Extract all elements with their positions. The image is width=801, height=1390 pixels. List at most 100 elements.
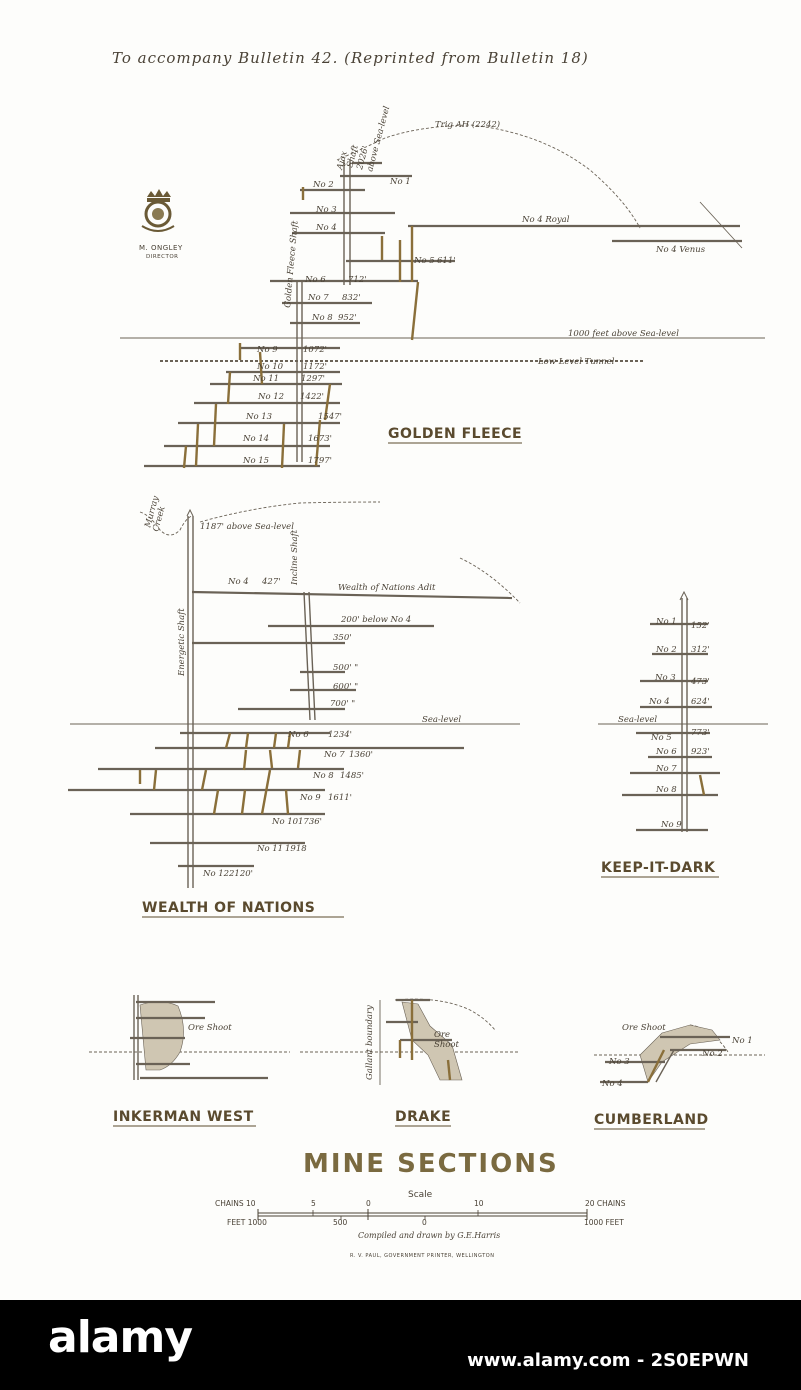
scale-label: Scale [408,1190,433,1200]
won-incline-shaft-label: Incline Shaft [290,529,300,586]
kid-level-no: No 2 [655,645,677,655]
won-adit-label: Wealth of Nations Adit [338,583,436,593]
gf-level-no: No 15 [242,456,269,466]
won-sea-level-label: Sea-level [422,715,461,725]
won-top-elevation: 1187' above Sea-level [200,522,294,532]
credit-text: Compiled and drawn by G.E.Harris [358,1231,500,1240]
drake-section [300,998,520,1085]
keep-it-dark-section [598,590,768,832]
kid-level-no: No 4 [648,697,670,707]
won-no4-label: No 4 [227,577,249,587]
gf-sea-level-label: 1000 feet above Sea-level [568,329,679,339]
gf-low-level-label: Low Level Tunnel [537,357,615,367]
cumberland-section [594,1024,765,1084]
watermark-brand: alamy [48,1312,193,1363]
won-level-no: No 10 [271,817,299,827]
won-incline-level: 200' below No 4 [340,615,411,625]
drake-ore-label-2: Shoot [434,1040,460,1050]
gf-level-no: No 8 [311,313,333,323]
won-level-no: No 8 [312,771,334,781]
kid-level-depth: 152' [691,621,710,631]
drake-title: DRAKE [395,1109,451,1125]
gf-level-no: No 10 [256,362,284,372]
won-no4-depth: 427' [261,577,281,587]
scale-bar [257,1209,588,1220]
won-level-depth: 1360' [349,750,373,760]
won-level-no: No 11 [256,844,283,854]
won-level-depth: 1234' [328,730,352,740]
scale-feet-right: 1000 FEET [584,1218,624,1227]
gf-title: GOLDEN FLEECE [388,426,522,442]
gf-level-depth: 712' [348,275,367,285]
kid-level-depth: 923' [691,747,710,757]
scale-chains-left: CHAINS 10 [215,1199,256,1208]
kid-title: KEEP-IT-DARK [601,860,716,876]
iw-title: INKERMAN WEST [113,1109,254,1125]
gf-level-depth: 832' [342,293,361,303]
crown-emblem-icon [141,189,175,232]
gf-level-depth: 1673' [308,434,332,444]
kid-level-no: No 6 [655,747,677,757]
kid-level-no: No 1 [655,617,677,627]
inkerman-west-section [89,995,290,1080]
gf-level-no: No 9 [256,345,278,355]
gf-level-no: No 13 [245,412,272,422]
kid-level-depth: 773' [691,728,710,738]
gf-level-no: No 4 [315,223,337,233]
drake-boundary-label: Gallant boundary [365,1005,375,1080]
gf-trig-label: Trig AH (2242) [435,119,500,130]
won-energetic-shaft-label: Energetic Shaft [177,608,187,677]
gf-level-no: No 5 [413,256,435,266]
gf-level-no: No 6 [304,275,326,285]
gf-level-depth: 1422' [300,392,324,402]
scale-chains-5: 5 [311,1199,316,1208]
gf-level-depth: 1547' [318,412,342,422]
kid-level-no: No 9 [660,820,682,830]
kid-level-no: No 7 [655,764,677,774]
gf-level-no: No 7 [307,293,329,303]
gf-level-depth: 952' [338,313,357,323]
header-text: To accompany Bulletin 42. (Reprinted fro… [112,49,589,67]
drake-ore-label: Ore [434,1030,450,1040]
kid-level-no: No 3 [654,673,676,683]
wealth-of-nations-section [68,501,521,888]
scale-chains-right: 20 CHAINS [585,1199,626,1208]
won-incline-level: 600' " [333,682,358,692]
cb-level: No 4 [601,1079,623,1089]
kid-level-no: No 5 [650,733,672,743]
printer-text: R. V. PAUL, GOVERNMENT PRINTER, WELLINGT… [350,1253,494,1259]
gf-level-depth: 611' [437,256,456,266]
won-level-depth: 1485' [340,771,364,781]
gf-level-depth: 1072' [303,345,327,355]
won-incline-level: 350' [333,633,352,643]
map-sheet [0,0,801,1300]
mine-sections-drawing: To accompany Bulletin 42. (Reprinted fro… [68,49,768,1259]
kid-level-no: No 8 [655,785,677,795]
gf-level-no: No 14 [242,434,269,444]
iw-ore-label: Ore Shoot [188,1023,232,1033]
gf-shaft-label: Golden Fleece Shaft [283,220,301,308]
main-title: MINE SECTIONS [303,1149,559,1179]
logo-line-2: DIRECTOR [146,254,179,260]
gf-level-no: No 1 [389,177,411,187]
gf-level-depth: 1172' [303,362,327,372]
won-title: WEALTH OF NATIONS [142,900,315,916]
gf-royal-label: No 4 Royal [521,215,570,225]
won-level-depth: 2120' [228,869,253,879]
cb-level: No 3 [608,1057,630,1067]
won-level-depth: 1611' [328,793,352,803]
won-incline-level: 500' " [333,663,358,673]
kid-level-depth: 624' [691,697,710,707]
won-level-no: No 12 [202,869,229,879]
won-level-depth: 1736' [298,817,322,827]
gf-level-depth: 1797' [308,456,332,466]
scale-feet-left: FEET 1000 [227,1218,267,1227]
watermark-bar [0,1300,801,1390]
gf-level-no: No 2 [312,180,334,190]
logo-line-1: M. ONGLEY [139,244,183,252]
scale-chains-10: 10 [474,1199,484,1208]
golden-fleece-section [120,124,765,469]
gf-level-no: No 3 [315,205,337,215]
scale-chains-0: 0 [366,1199,371,1208]
kid-sea-level-label: Sea-level [618,715,657,725]
